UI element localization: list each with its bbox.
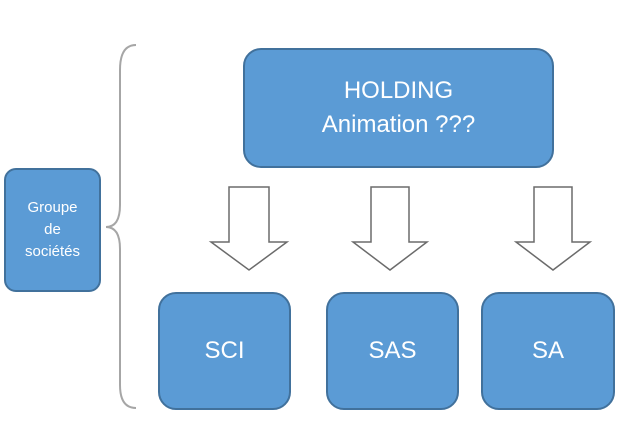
down-arrow-sci xyxy=(208,186,290,271)
child-label-sci: SCI xyxy=(204,337,245,364)
group-box: Groupe de sociétés xyxy=(4,168,101,292)
holding-box: HOLDING Animation ??? xyxy=(243,48,554,168)
down-arrow-sa xyxy=(513,186,593,271)
group-label-line-3: sociétés xyxy=(24,243,81,260)
group-label-line-1: Groupe xyxy=(27,199,78,216)
child-box-sci: SCI xyxy=(158,292,291,410)
child-box-sas: SAS xyxy=(326,292,459,410)
child-label-sa: SA xyxy=(531,337,564,364)
group-label: Groupe de sociétés xyxy=(25,197,80,263)
holding-label: HOLDING Animation ??? xyxy=(322,74,475,142)
down-arrow-sas xyxy=(350,186,430,271)
holding-title: HOLDING xyxy=(343,77,454,104)
holding-subtitle: Animation ??? xyxy=(321,111,476,138)
group-label-line-2: de xyxy=(44,221,61,238)
child-box-sa: SA xyxy=(481,292,615,410)
child-label-sas: SAS xyxy=(368,337,417,364)
curly-brace xyxy=(105,44,137,409)
